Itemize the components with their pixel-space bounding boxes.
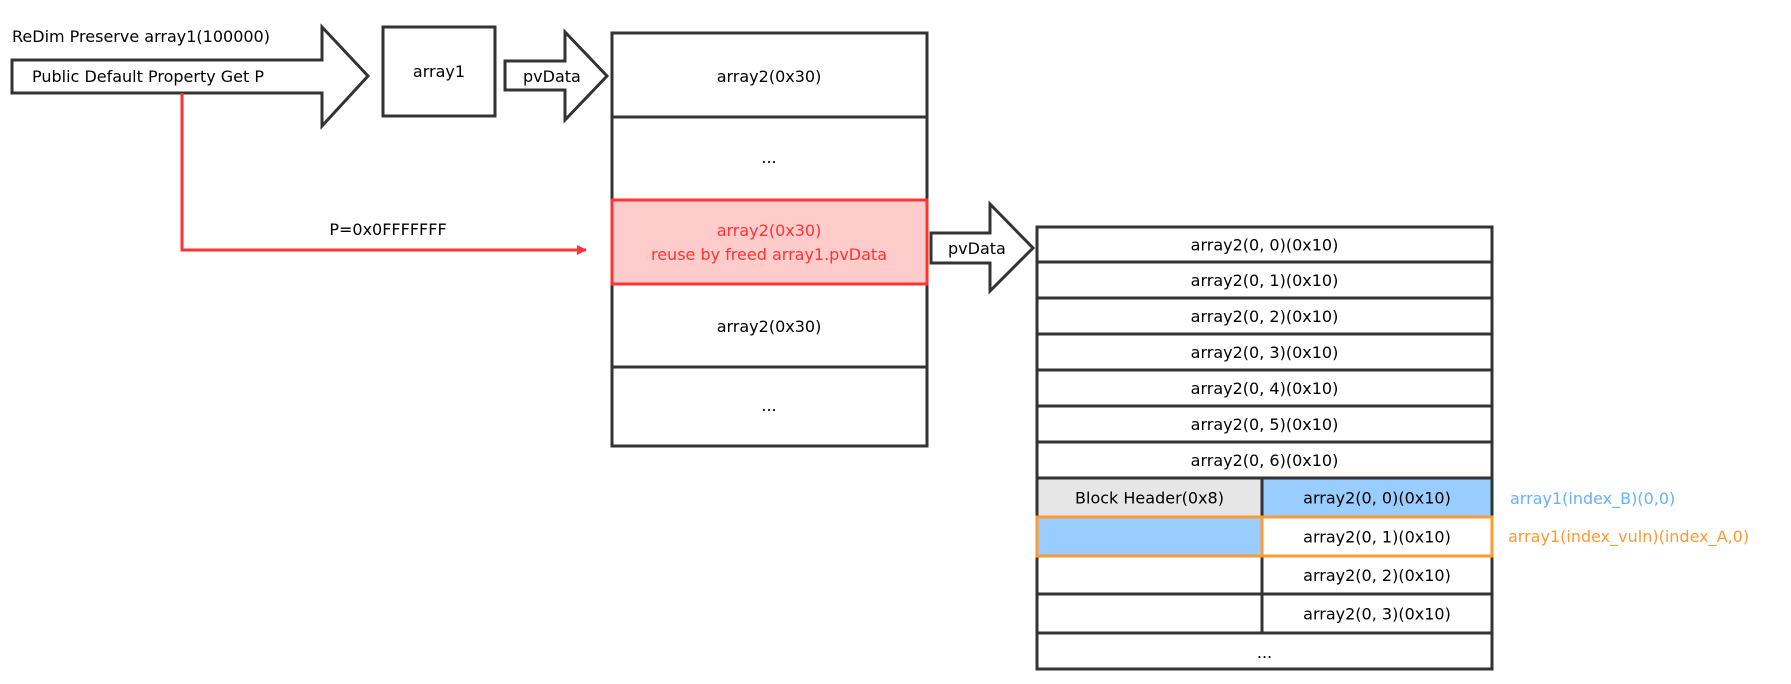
element-row: array2(0, 5)(0x10) bbox=[1035, 404, 1494, 444]
heap-row-freed-rect bbox=[610, 198, 929, 286]
array1-box-rect bbox=[381, 25, 497, 118]
pvdata-arrow-1: pvData bbox=[503, 28, 610, 124]
element-row-tail-rect bbox=[1035, 631, 1494, 671]
split-row: array2(0, 3)(0x10) bbox=[1035, 592, 1494, 635]
pointer-value-label: P=0x0FFFFFFF bbox=[329, 220, 446, 239]
element-row: array2(0, 6)(0x10) bbox=[1035, 440, 1494, 480]
split-row-label: array2(0, 2)(0x10) bbox=[1303, 566, 1451, 585]
split-row-right-cell bbox=[1260, 476, 1494, 519]
element-row-label: array2(0, 5)(0x10) bbox=[1191, 415, 1339, 434]
heap-row: array2(0x30) bbox=[610, 31, 929, 119]
split-row-label: array2(0, 3)(0x10) bbox=[1303, 605, 1451, 624]
heap-row-freed-note: reuse by freed array1.pvData bbox=[651, 245, 887, 264]
heap-row-freed: array2(0x30) reuse by freed array1.pvDat… bbox=[610, 198, 929, 286]
step-arrow-shape bbox=[10, 23, 371, 130]
element-row: array2(0, 0)(0x10) bbox=[1035, 225, 1494, 264]
element-row-rect bbox=[1035, 225, 1494, 264]
pvdata-arrow-2-shape bbox=[929, 200, 1036, 295]
element-row-label: array2(0, 2)(0x10) bbox=[1191, 307, 1339, 326]
property-get-label: Public Default Property Get P bbox=[32, 67, 264, 86]
vuln-highlight-right bbox=[1260, 515, 1494, 558]
element-row-rect bbox=[1035, 260, 1494, 300]
element-row-tail: ... bbox=[1035, 631, 1494, 671]
heap-row-label: ... bbox=[761, 396, 776, 415]
element-row: array2(0, 4)(0x10) bbox=[1035, 368, 1494, 408]
split-row: Block Header(0x8) array2(0, 0)(0x10) bbox=[1035, 476, 1494, 519]
index-vuln-annotation: array1(index_vuln)(index_A,0) bbox=[1508, 527, 1749, 547]
element-row: array2(0, 2)(0x10) bbox=[1035, 296, 1494, 336]
pointer-line bbox=[180, 93, 587, 255]
split-row-left-cell bbox=[1035, 554, 1264, 596]
element-row-rect bbox=[1035, 368, 1494, 408]
heap-row-label: array2(0x30) bbox=[717, 317, 822, 336]
step-arrow: ReDim Preserve array1(100000) Public Def… bbox=[10, 23, 371, 130]
heap-row-label: array2(0x30) bbox=[717, 67, 822, 86]
element-table: array2(0, 0)(0x10) array2(0, 1)(0x10) arra… bbox=[1035, 225, 1494, 671]
heap-row-label: ... bbox=[761, 148, 776, 167]
heap-column: array2(0x30) ... array2(0x30) ... array2… bbox=[610, 31, 929, 448]
split-row-right-cell bbox=[1260, 592, 1494, 635]
redim-label: ReDim Preserve array1(100000) bbox=[12, 27, 270, 46]
heap-row: ... bbox=[610, 365, 929, 448]
pvdata-arrow-1-label: pvData bbox=[523, 67, 581, 86]
block-header-label: Block Header(0x8) bbox=[1075, 489, 1224, 508]
element-row-label: array2(0, 0)(0x10) bbox=[1191, 236, 1339, 255]
heap-row-freed-label: array2(0x30) bbox=[717, 221, 822, 240]
heap-row: array2(0x30) bbox=[610, 282, 929, 369]
heap-row-rect bbox=[610, 31, 929, 119]
split-row-left-cell bbox=[1035, 592, 1264, 635]
index-b-annotation: array1(index_B)(0,0) bbox=[1510, 489, 1675, 509]
element-row-label: array2(0, 6)(0x10) bbox=[1191, 451, 1339, 470]
element-row: array2(0, 1)(0x10) bbox=[1035, 260, 1494, 300]
split-row-left-cell bbox=[1035, 515, 1264, 558]
pvdata-arrow-2-label: pvData bbox=[948, 239, 1006, 258]
array1-label: array1 bbox=[413, 62, 465, 81]
element-row: array2(0, 3)(0x10) bbox=[1035, 332, 1494, 372]
heap-row-rect bbox=[610, 115, 929, 202]
pvdata-arrow-1-shape bbox=[503, 28, 610, 124]
element-row-tail-label: ... bbox=[1257, 643, 1272, 662]
split-row: array2(0, 2)(0x10) bbox=[1035, 554, 1494, 596]
pvdata-arrow-2: pvData bbox=[929, 200, 1036, 295]
element-row-rect bbox=[1035, 296, 1494, 336]
split-row-label: array2(0, 0)(0x10) bbox=[1303, 489, 1451, 508]
heap-row: ... bbox=[610, 115, 929, 202]
element-row-label: array2(0, 3)(0x10) bbox=[1191, 343, 1339, 362]
split-row-label: array2(0, 1)(0x10) bbox=[1303, 528, 1451, 547]
element-row-label: array2(0, 4)(0x10) bbox=[1191, 379, 1339, 398]
heap-row-rect bbox=[610, 365, 929, 448]
pointer-arrow: P=0x0FFFFFFF bbox=[180, 93, 587, 255]
split-row: array2(0, 1)(0x10) bbox=[1035, 515, 1494, 558]
element-row-label: array2(0, 1)(0x10) bbox=[1191, 271, 1339, 290]
array1-box: array1 bbox=[381, 25, 497, 118]
